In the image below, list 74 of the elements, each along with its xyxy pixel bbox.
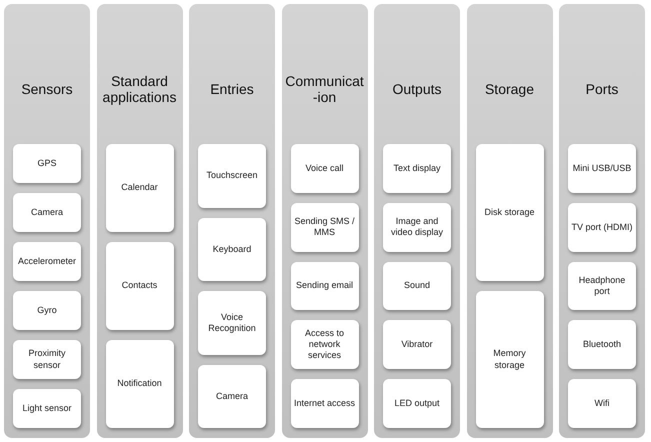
item-label: Headphone port	[578, 274, 626, 298]
item-card	[13, 242, 81, 281]
column-heading: Outputs	[392, 80, 442, 98]
item-label: Accelerometer	[18, 256, 76, 268]
item-card	[13, 291, 81, 330]
column-heading: Ports	[586, 80, 618, 98]
item-card	[476, 144, 544, 281]
item-card	[568, 379, 636, 428]
item-card	[383, 320, 451, 370]
item-card	[383, 379, 451, 428]
item-label: Gyro	[37, 304, 57, 316]
item-card	[198, 144, 266, 208]
item-label: Voice Recognition	[207, 312, 257, 334]
item-label: Sending SMS / MMS	[293, 216, 356, 238]
item-label: Access to network services	[304, 328, 345, 362]
item-card	[383, 262, 451, 310]
item-label: Camera	[216, 390, 248, 402]
item-label: TV port (HDMI)	[571, 222, 632, 233]
column-heading: Communicat -ion	[284, 72, 365, 106]
item-card	[383, 144, 451, 193]
column-panel	[189, 4, 275, 438]
item-card	[290, 202, 358, 252]
item-label: Sound	[404, 280, 430, 292]
item-label: Vibrator	[401, 339, 433, 350]
item-label: LED output	[394, 398, 440, 410]
item-card	[13, 193, 81, 232]
item-label: Wifi	[594, 398, 610, 410]
item-label: Internet access	[294, 398, 356, 410]
item-card	[198, 364, 266, 428]
item-label: Camera	[30, 206, 63, 218]
item-card	[13, 144, 81, 183]
item-card	[383, 202, 451, 252]
item-card	[568, 202, 636, 252]
item-card	[290, 320, 358, 370]
column-heading: Storage	[484, 80, 534, 98]
column-panel	[96, 4, 182, 438]
item-label: Voice call	[305, 162, 344, 174]
item-label: Touchscreen	[206, 170, 258, 182]
item-label: Calendar	[121, 182, 158, 194]
item-label: Memory storage	[492, 348, 527, 371]
item-card	[290, 262, 358, 310]
item-label: GPS	[37, 158, 56, 170]
item-card	[106, 242, 174, 330]
item-label: Text display	[393, 162, 441, 174]
column-heading: Entries	[210, 80, 254, 98]
item-card	[13, 389, 81, 428]
column-heading: Sensors	[21, 80, 73, 98]
item-label: Image and video display	[390, 216, 444, 238]
item-card	[198, 218, 266, 281]
column-panel	[282, 4, 368, 438]
column-heading: Standard applications	[102, 72, 178, 106]
item-card	[476, 291, 544, 428]
item-card	[106, 340, 174, 428]
item-label: Disk storage	[484, 206, 535, 218]
item-label: Mini USB/USB	[572, 162, 632, 174]
item-label: Light sensor	[22, 402, 72, 414]
column-panel	[466, 4, 552, 438]
item-label: Proximity sensor	[27, 348, 66, 371]
item-card	[568, 262, 636, 310]
item-label: Keyboard	[212, 244, 252, 255]
item-card	[13, 340, 81, 379]
item-card	[106, 144, 174, 232]
item-card	[290, 144, 358, 193]
item-card	[290, 379, 358, 428]
item-label: Notification	[117, 378, 162, 390]
column-panel	[559, 4, 645, 438]
item-label: Sending email	[296, 280, 354, 292]
item-card	[568, 144, 636, 193]
item-label: Bluetooth	[582, 339, 622, 350]
item-card	[568, 320, 636, 370]
item-label: Contacts	[122, 280, 158, 292]
column-panel	[374, 4, 460, 438]
column-panel	[4, 4, 90, 438]
item-card	[198, 291, 266, 354]
